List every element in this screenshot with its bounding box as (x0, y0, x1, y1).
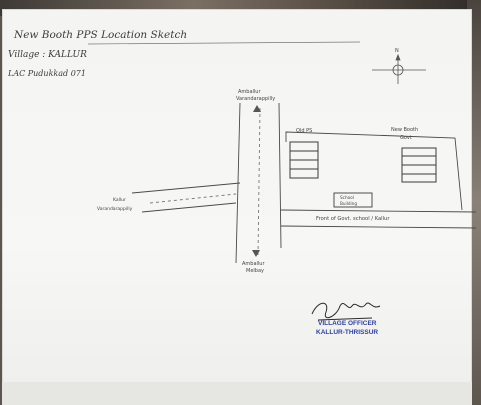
stamp-line-1: VILLAGE OFFICER (318, 320, 377, 327)
road-top-label-1: Amballur (238, 89, 261, 95)
building-new-booth (401, 147, 437, 183)
lac-line: LAC Pudukkad 071 (7, 69, 86, 78)
road-arrow-bottom (252, 250, 260, 257)
building-small-label-2: Building (340, 201, 357, 206)
compass-icon (372, 53, 426, 84)
building-new-label-2: Govt (400, 135, 412, 141)
paper-bottom-edge (2, 382, 472, 405)
front-of-school-label: Front of Govt. school / Kallur (316, 216, 390, 222)
stamp-line-2: KALLUR-THRISSUR (316, 329, 378, 336)
road-arrow-top (253, 105, 261, 112)
signature (311, 302, 381, 321)
building-old-label: Old PS (296, 128, 312, 134)
road-left-label-1: Kallur (113, 197, 126, 203)
road-bottom-label-2: Melbay (246, 268, 264, 274)
compass-label: N (395, 48, 399, 54)
compound-boundary (285, 131, 463, 211)
sketch-title: New Booth PPS Location Sketch (13, 29, 187, 41)
building-new-label-1: New Booth (391, 127, 418, 133)
building-old-ps (289, 141, 319, 179)
title-underline (87, 41, 361, 45)
road-left-label-2: Varandarappilly (97, 206, 133, 212)
building-school (333, 192, 373, 208)
building-small-label-1: School (340, 195, 354, 200)
left-road (131, 182, 241, 213)
road-top-label-2: Varandarappilly (236, 96, 275, 102)
road-bottom-label-1: Amballur (242, 261, 265, 267)
vertical-road (235, 102, 282, 264)
village-line: Village : KALLUR (8, 50, 87, 60)
right-road (280, 209, 477, 229)
